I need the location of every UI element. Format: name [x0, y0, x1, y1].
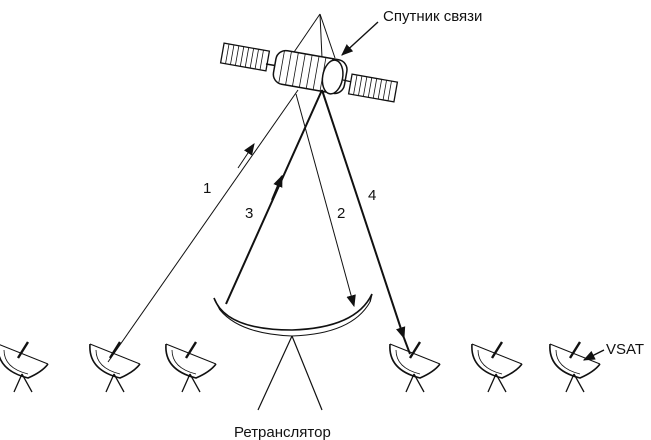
link-1-label: 1	[203, 180, 211, 197]
dish-antenna-icon	[0, 340, 50, 394]
dish-antenna-icon	[388, 340, 442, 394]
dish-antenna-icon	[548, 340, 602, 394]
dish-antenna-icon	[470, 340, 524, 394]
link-2-line	[295, 93, 356, 308]
link-4-label: 4	[368, 187, 376, 204]
dish-antenna-icon	[88, 340, 142, 394]
link-2-label: 2	[337, 205, 345, 222]
link-4-line	[321, 89, 406, 340]
link-3-arrow	[271, 174, 283, 201]
vsat-label: VSAT	[606, 341, 644, 358]
relay-label: Ретранслятор	[234, 424, 331, 440]
satellite-label: Спутник связи	[383, 8, 482, 25]
link-1-arrow	[237, 143, 255, 169]
link-1-line	[107, 89, 299, 363]
relay-dish-icon	[213, 293, 373, 411]
dish-antenna-icon	[164, 340, 218, 394]
satellite-icon	[219, 13, 399, 103]
satellite-pointer	[341, 21, 379, 56]
link-3-label: 3	[245, 205, 253, 222]
vsat-pointer	[582, 349, 605, 361]
